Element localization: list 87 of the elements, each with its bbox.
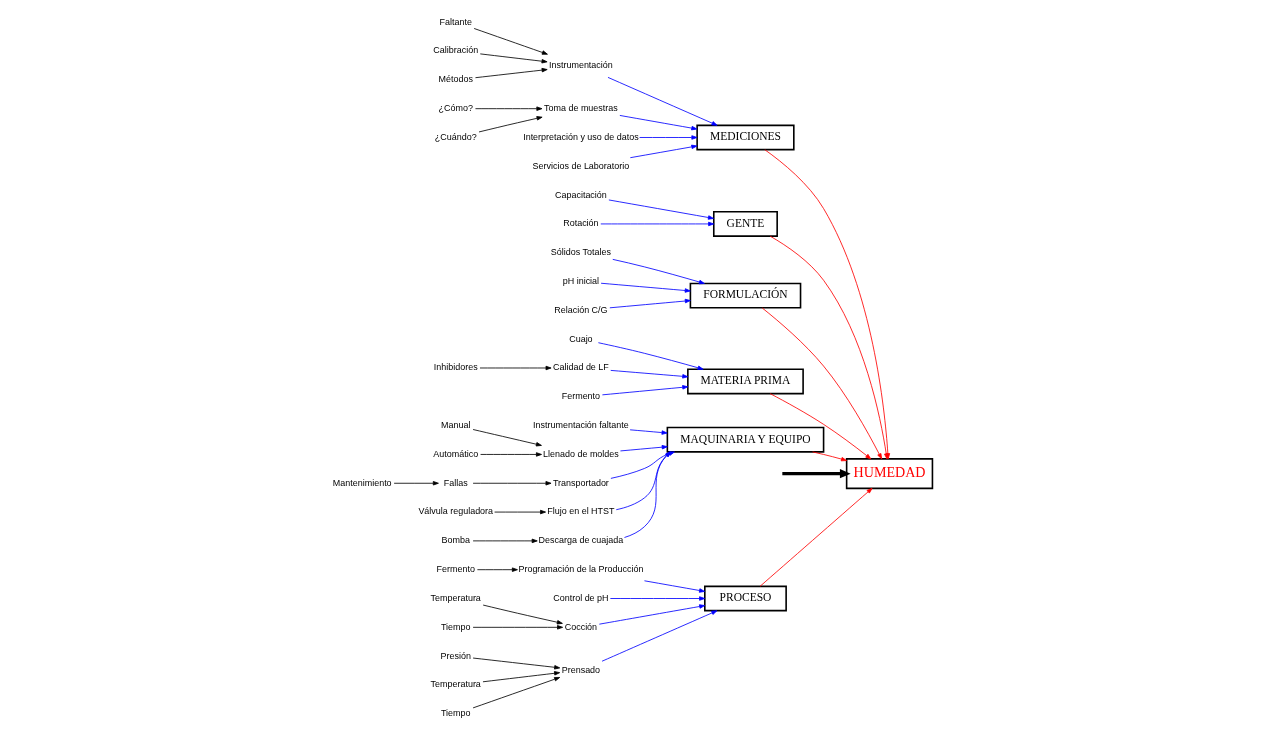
- node-text: Llenado de moldes: [543, 448, 619, 459]
- arrow: [393, 481, 439, 486]
- arrow: [472, 657, 561, 670]
- node-text: Prensado: [561, 664, 601, 675]
- node-box: MEDICIONES: [696, 124, 795, 151]
- arrow: [610, 370, 689, 379]
- arrow: [769, 393, 872, 460]
- node-text: Métodos: [438, 74, 473, 85]
- arrow: [479, 53, 548, 64]
- arrow: [480, 452, 542, 457]
- node-text: Tiempo: [440, 708, 471, 719]
- arrow: [761, 307, 883, 460]
- node-text: Control de pH: [553, 592, 609, 603]
- arrow: [608, 199, 714, 220]
- node-box: FORMULACIÓN: [689, 282, 802, 309]
- node-text: Temperatura: [430, 592, 481, 603]
- node-text: Instrumentación faltante: [533, 420, 629, 430]
- node-text: Instrumentación: [549, 60, 613, 71]
- arrow: [475, 67, 548, 79]
- node-text: Interpretación y uso de datos: [523, 131, 639, 142]
- arrow: [609, 596, 706, 601]
- arrow: [620, 444, 668, 452]
- arrow: [472, 429, 542, 447]
- node-text: Faltante: [439, 16, 472, 27]
- node-text: Descarga de cuajada: [538, 535, 624, 546]
- node-text: Presión: [440, 650, 471, 661]
- arrow: [479, 365, 552, 371]
- arrow: [600, 282, 691, 293]
- node-text: Relación C/G: [554, 304, 608, 315]
- node-text: Toma de muestras: [544, 103, 618, 114]
- arrow: [601, 610, 718, 662]
- node-text: Manual: [441, 420, 471, 430]
- node-text: Temperatura: [430, 679, 481, 690]
- arrow: [629, 429, 668, 435]
- arrow: [482, 671, 561, 683]
- node-text: Programación de la Producción: [518, 564, 644, 575]
- node-text: Sólidos Totales: [550, 247, 611, 258]
- arrow: [598, 604, 706, 625]
- arrow: [782, 468, 851, 479]
- node-text: Rotación: [563, 218, 599, 229]
- node-text: Bomba: [441, 535, 470, 546]
- arrow: [472, 481, 552, 486]
- node-text: Flujo en el HTST: [547, 506, 615, 517]
- node-text: ¿Cómo?: [438, 103, 473, 114]
- arrow: [600, 221, 715, 227]
- arrow: [619, 115, 698, 131]
- node-box: HUMEDAD: [845, 458, 934, 490]
- node-text: ¿Cuándo?: [434, 131, 477, 142]
- node-text: Cocción: [564, 621, 598, 632]
- arrow: [472, 538, 538, 544]
- node-text: Calibración: [433, 45, 479, 56]
- arrow: [475, 106, 543, 111]
- node-text: Fermento: [561, 391, 601, 402]
- arrow: [639, 135, 698, 140]
- arrow: [473, 28, 548, 55]
- arrow: [607, 76, 718, 126]
- node-text: pH inicial: [562, 275, 600, 286]
- node-text: Calidad de LF: [553, 362, 609, 373]
- arrow: [612, 258, 705, 285]
- node-text: Inhibidores: [433, 362, 478, 373]
- arrow: [478, 116, 543, 133]
- node-text: Automático: [433, 448, 479, 459]
- arrow: [597, 342, 704, 370]
- arrow: [759, 487, 873, 587]
- arrow: [482, 604, 563, 625]
- arrow: [472, 677, 561, 709]
- arrow: [472, 625, 564, 630]
- node-text: Mantenimiento: [332, 477, 392, 488]
- arrow: [629, 144, 698, 159]
- node-text: Capacitación: [555, 189, 607, 200]
- arrow: [494, 509, 546, 515]
- node-box: GENTE: [713, 210, 778, 237]
- arrow: [812, 451, 847, 462]
- node-text: Cuajo: [569, 333, 593, 344]
- arrow: [609, 298, 691, 309]
- node-text: Transportador: [552, 477, 609, 488]
- node-text: Válvula reguladora: [418, 506, 494, 517]
- node-box: PROCESO: [704, 585, 787, 612]
- node-text: Fermento: [436, 564, 475, 575]
- node-text: Fallas: [443, 477, 468, 488]
- arrow: [476, 567, 518, 572]
- node-text: Tiempo: [440, 621, 471, 632]
- arrow: [644, 580, 706, 593]
- node-box: MAQUINARIA Y EQUIPO: [666, 426, 825, 453]
- node-box: MATERIA PRIMA: [687, 368, 804, 395]
- node-text: Servicios de Laboratorio: [532, 160, 630, 171]
- arrow: [602, 385, 689, 396]
